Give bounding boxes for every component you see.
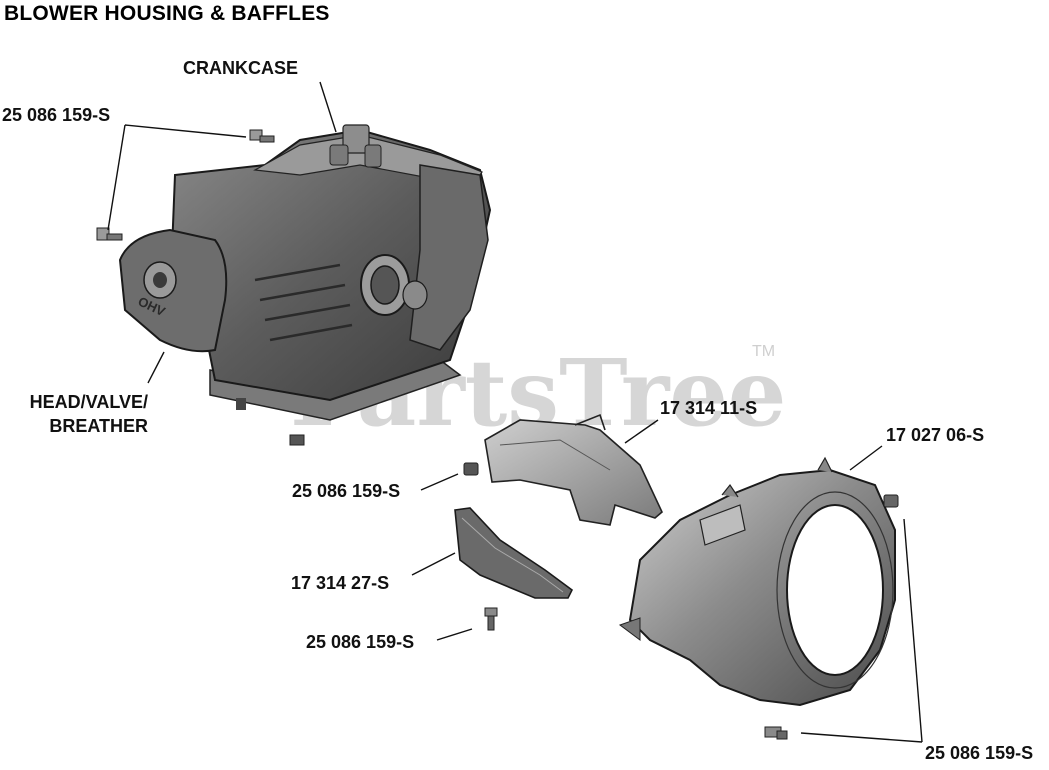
crankcase-engine-part: OHV [118,124,492,446]
label-bolt-top-left: 25 086 159-S [2,105,111,125]
watermark-trademark: TM [752,343,775,360]
label-bolt-bottom-right: 25 086 159-S [925,743,1034,763]
label-baffle-upper: 17 314 11-S [660,398,758,418]
label-head-valve-breather: HEAD/VALVE/ BREATHER [4,390,148,438]
bolt-icon [883,494,899,508]
bolt-icon [764,726,788,740]
label-baffle-lower: 17 314 27-S [291,573,390,593]
label-head-line2: BREATHER [49,416,148,436]
label-head-line1: HEAD/VALVE/ [29,392,148,412]
page-title: BLOWER HOUSING & BAFFLES [4,2,330,25]
lower-baffle-part [454,507,574,599]
label-blower-housing: 17 027 06-S [886,425,985,445]
nut-icon [463,462,479,476]
bolt-icon [96,227,123,241]
upper-baffle-part [484,413,663,526]
label-bolt-lower: 25 086 159-S [306,632,415,652]
blower-housing-part [618,456,896,707]
leader-lines [107,81,923,743]
label-crankcase: CRANKCASE [183,58,299,78]
label-bolt-mid: 25 086 159-S [292,481,401,501]
bolt-icon [484,607,498,631]
bolt-icon [249,129,275,143]
